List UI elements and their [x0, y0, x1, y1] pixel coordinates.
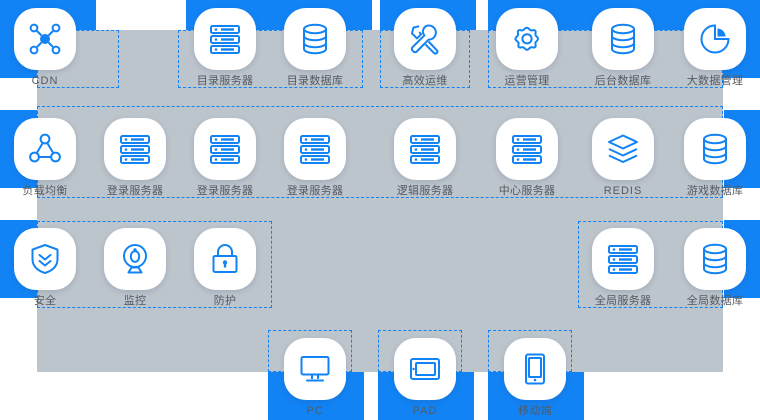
node-backend-db[interactable]: 后台数据库 [586, 8, 660, 88]
node-monitor[interactable]: 监控 [98, 228, 172, 308]
node-label: 全局数据库 [686, 295, 744, 307]
camera-icon [104, 228, 166, 290]
group-box-directory [178, 30, 363, 88]
node-center-server[interactable]: 中心服务器 [490, 118, 564, 198]
server-rack-icon [194, 118, 256, 180]
layers-icon [592, 118, 654, 180]
node-pc[interactable]: PC [278, 338, 352, 418]
database-icon [684, 118, 746, 180]
node-label: PAD [412, 405, 438, 417]
node-label: 防护 [213, 295, 237, 307]
node-protect[interactable]: 防护 [188, 228, 262, 308]
node-label: 安全 [33, 295, 57, 307]
node-label: REDIS [603, 185, 643, 197]
node-label: 目录服务器 [196, 75, 254, 87]
node-redis[interactable]: REDIS [586, 118, 660, 198]
cdn-network-icon [14, 8, 76, 70]
node-label: 负载均衡 [22, 185, 68, 197]
server-rack-icon [496, 118, 558, 180]
node-login-server-1[interactable]: 登录服务器 [98, 118, 172, 198]
node-dir-db[interactable]: 目录数据库 [278, 8, 352, 88]
database-icon [684, 228, 746, 290]
gear-icon [496, 8, 558, 70]
node-cdn[interactable]: CDN [8, 8, 82, 88]
node-global-server[interactable]: 全局服务器 [586, 228, 660, 308]
phone-icon [504, 338, 566, 400]
load-balancer-icon [14, 118, 76, 180]
node-logic-server[interactable]: 逻辑服务器 [388, 118, 462, 198]
node-label: 运营管理 [504, 75, 550, 87]
node-label: 登录服务器 [196, 185, 254, 197]
node-label: 高效运维 [402, 75, 448, 87]
server-rack-icon [284, 118, 346, 180]
node-game-db[interactable]: 游戏数据库 [678, 118, 752, 198]
lock-icon [194, 228, 256, 290]
tablet-icon [394, 338, 456, 400]
server-rack-icon [104, 118, 166, 180]
desktop-icon [284, 338, 346, 400]
node-ops[interactable]: 高效运维 [388, 8, 462, 88]
database-icon [592, 8, 654, 70]
node-bigdata[interactable]: 大数据管理 [678, 8, 752, 88]
node-ops-manage[interactable]: 运营管理 [490, 8, 564, 88]
node-dir-server[interactable]: 目录服务器 [188, 8, 262, 88]
tools-icon [394, 8, 456, 70]
node-label: 中心服务器 [498, 185, 556, 197]
node-label: 游戏数据库 [686, 185, 744, 197]
node-pad[interactable]: PAD [388, 338, 462, 418]
node-label: 登录服务器 [286, 185, 344, 197]
node-login-server-2[interactable]: 登录服务器 [188, 118, 262, 198]
node-label: 全局服务器 [594, 295, 652, 307]
node-label: 移动端 [518, 405, 552, 417]
database-icon [284, 8, 346, 70]
node-label: 监控 [123, 295, 147, 307]
node-label: 大数据管理 [686, 75, 744, 87]
node-global-db[interactable]: 全局数据库 [678, 228, 752, 308]
shield-icon [14, 228, 76, 290]
server-rack-icon [592, 228, 654, 290]
node-label: 后台数据库 [594, 75, 652, 87]
node-security[interactable]: 安全 [8, 228, 82, 308]
server-rack-icon [194, 8, 256, 70]
server-rack-icon [394, 118, 456, 180]
node-label: 目录数据库 [286, 75, 344, 87]
node-mobile[interactable]: 移动端 [498, 338, 572, 418]
node-load-balancer[interactable]: 负载均衡 [8, 118, 82, 198]
pie-chart-icon [684, 8, 746, 70]
node-label: CDN [31, 75, 59, 87]
node-label: 逻辑服务器 [396, 185, 454, 197]
node-login-server-3[interactable]: 登录服务器 [278, 118, 352, 198]
node-label: PC [306, 405, 324, 417]
node-label: 登录服务器 [106, 185, 164, 197]
